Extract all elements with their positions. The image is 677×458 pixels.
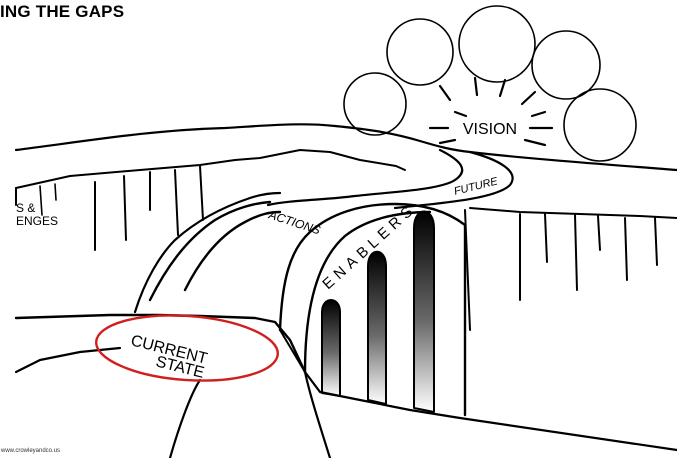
vision-label: VISION (463, 121, 517, 138)
far-cliff-edge-right (470, 208, 677, 218)
challenges-label-line2: ENGES (16, 214, 58, 228)
right-cliff (465, 210, 657, 330)
bridge-base (305, 372, 677, 450)
vision-bubble-2 (387, 19, 453, 85)
challenges-label-line1: S & (16, 201, 35, 215)
vision-bubble-5 (564, 89, 636, 161)
enablers-arch-1 (322, 300, 340, 396)
footer-url: www.crowleyandco.us (1, 448, 60, 454)
vision-bubble-1 (344, 73, 406, 135)
vision-bubble-4 (532, 31, 600, 99)
left-cliff (16, 166, 203, 250)
vision-bubble-3 (459, 6, 535, 82)
enablers-arch-2 (368, 252, 386, 404)
actions-label: ACTIONS (266, 207, 322, 237)
far-cliff-edge (16, 150, 405, 188)
enablers-arch-3 (414, 212, 434, 413)
horizon-line (16, 124, 677, 170)
